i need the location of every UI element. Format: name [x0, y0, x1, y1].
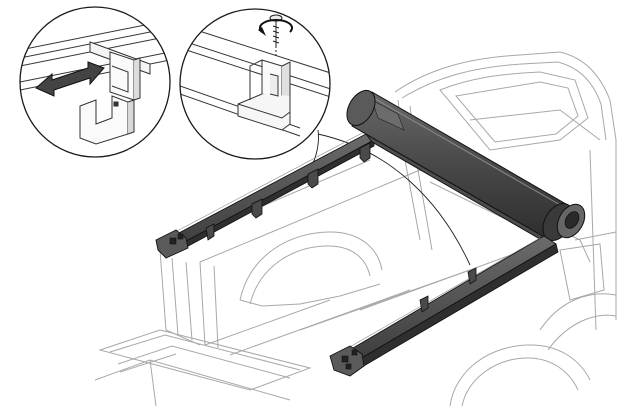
right-rail-clamps [419, 267, 477, 313]
rotate-arrow-icon [258, 18, 294, 36]
left-side-rail [155, 131, 375, 259]
detail-callout-left [19, 6, 171, 158]
rolled-tonneau-cover [346, 89, 586, 241]
detail-callout-right [179, 8, 331, 160]
right-side-rail [329, 235, 559, 377]
left-rail-clamps [205, 142, 371, 241]
double-arrow-icon [35, 61, 105, 97]
